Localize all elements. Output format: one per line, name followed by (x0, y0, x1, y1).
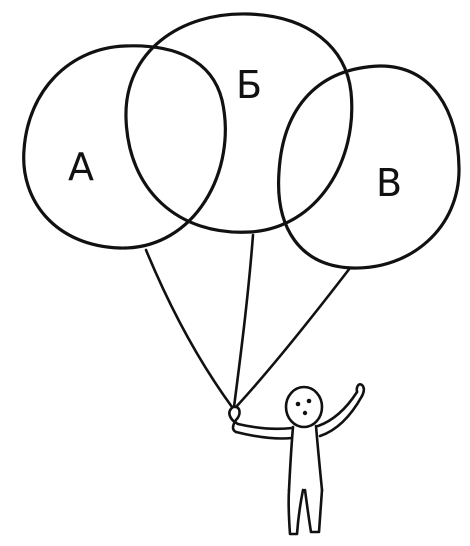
balloons (24, 14, 459, 268)
balloon-labels: A Б B (68, 63, 402, 205)
string-middle (234, 235, 253, 407)
person-leg-left (289, 490, 303, 534)
person-holding-arm-inner (236, 432, 292, 439)
stick-figure-person (229, 384, 364, 534)
string-left (146, 250, 232, 407)
person-holding-arm (238, 424, 292, 429)
label-a: A (68, 145, 94, 189)
person-eye-right (307, 399, 312, 404)
person-eye-left (296, 402, 301, 407)
person-leg-right (305, 490, 322, 532)
balloon-left (24, 46, 226, 248)
person-raised-arm (318, 392, 357, 426)
string-right (236, 268, 350, 407)
person-torso-left (289, 427, 293, 490)
person-holding-hand (229, 407, 239, 432)
label-ve: B (376, 161, 402, 205)
balloon-right (279, 66, 459, 268)
label-be: Б (236, 63, 262, 107)
person-mouth (303, 411, 307, 415)
person-head (286, 387, 322, 427)
person-raised-hand (357, 384, 364, 396)
person-raised-arm-inner (320, 396, 362, 436)
